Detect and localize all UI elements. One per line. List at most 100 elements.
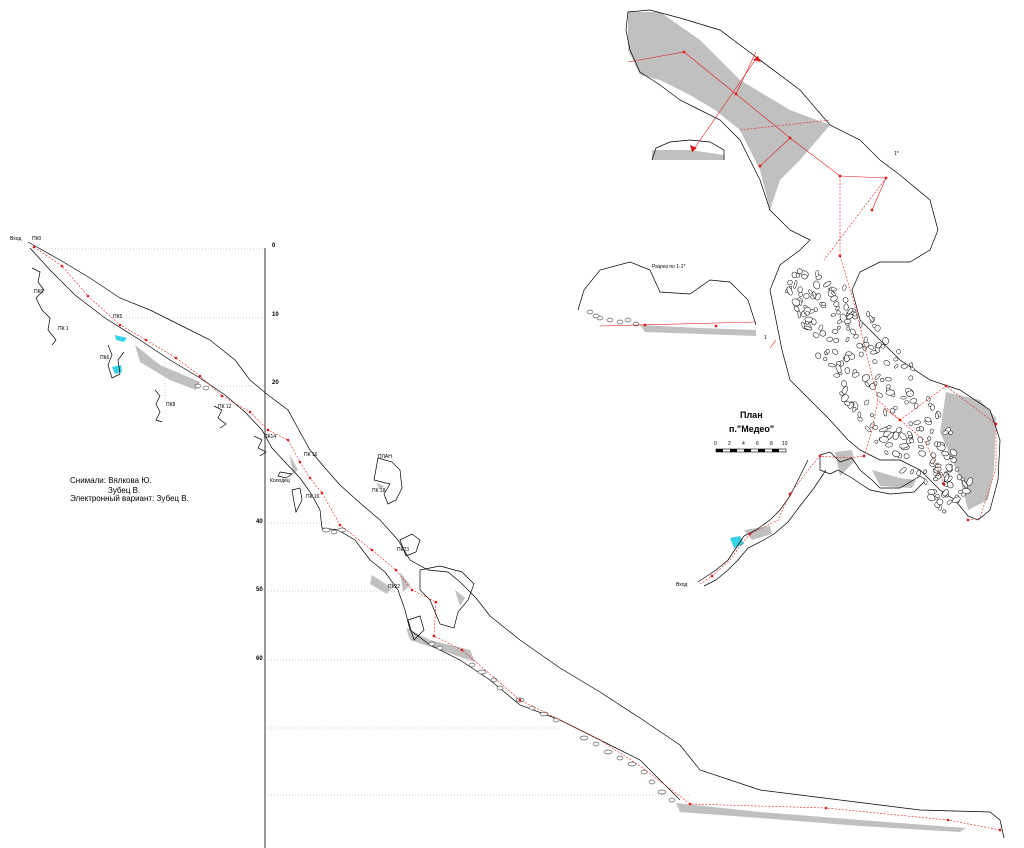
boulder	[913, 402, 919, 409]
boulder	[791, 298, 801, 306]
boulder	[856, 342, 863, 349]
boulder	[820, 302, 827, 307]
boulder	[936, 498, 944, 506]
boulder	[858, 351, 864, 357]
section-mark-end: 1*	[894, 151, 899, 157]
boulder	[961, 480, 969, 489]
boulder	[794, 306, 800, 312]
section-arrows	[690, 56, 761, 152]
scale-tick: 2	[728, 441, 731, 447]
boulder	[899, 432, 907, 441]
boulder	[893, 357, 899, 362]
boulder	[880, 377, 885, 383]
boulder	[616, 319, 624, 325]
depth-tick: 40	[256, 519, 263, 525]
boulder	[951, 496, 961, 503]
boulder	[831, 291, 836, 297]
boulder	[865, 426, 871, 433]
profile-survey-line	[33, 246, 1001, 831]
boulder	[787, 280, 793, 286]
plan-title: План	[740, 410, 763, 420]
boulder	[910, 469, 914, 475]
station-label: ПК0	[34, 289, 44, 295]
boulder	[805, 310, 810, 316]
boulder	[899, 467, 907, 474]
boulder	[592, 313, 600, 319]
scale-tick: 0	[714, 441, 717, 447]
boulder	[886, 384, 891, 389]
boulder	[884, 450, 889, 455]
station-label: ПК 16	[306, 494, 320, 500]
scale-tick: 10	[782, 441, 788, 447]
boulder	[889, 408, 896, 414]
boulder	[879, 427, 888, 433]
boulder	[869, 422, 875, 428]
boulder	[903, 453, 910, 459]
boulder	[927, 493, 936, 502]
plan-entrance-label: Вход	[676, 582, 688, 588]
boulder	[826, 336, 833, 342]
plan-view	[577, 9, 1001, 587]
boulder	[798, 291, 803, 297]
scale-tick: 8	[770, 441, 773, 447]
boulder	[842, 297, 849, 303]
boulder	[874, 373, 881, 380]
boulder	[825, 349, 830, 354]
boulder	[961, 488, 971, 494]
boulder	[843, 303, 849, 312]
boulder	[929, 428, 934, 434]
profile-boulders	[194, 383, 676, 803]
boulder	[803, 325, 813, 331]
boulder	[883, 359, 890, 367]
station-label: ПК22	[388, 584, 401, 590]
boulder	[586, 309, 594, 315]
boulder	[861, 374, 870, 382]
boulder	[934, 494, 941, 499]
boulder	[815, 352, 822, 359]
station-label: ПК5	[113, 314, 123, 320]
boulder	[813, 307, 818, 312]
profile-walls	[27, 241, 1005, 839]
boulder	[818, 324, 824, 331]
station-label: ПК 18	[372, 488, 386, 494]
boulder	[846, 326, 850, 331]
boulder	[786, 286, 793, 296]
boulder	[916, 427, 921, 432]
boulder	[813, 280, 821, 290]
boulder	[930, 452, 937, 459]
boulder	[857, 416, 863, 422]
scale-tick: 4	[742, 441, 745, 447]
boulder	[947, 481, 954, 489]
boulder	[819, 330, 827, 337]
boulder	[946, 499, 953, 505]
boulder	[870, 413, 875, 417]
credit-second-surveyor: Зубец В.	[108, 486, 141, 495]
boulder	[797, 268, 803, 274]
boulder	[835, 305, 840, 311]
boulder	[885, 389, 895, 396]
boulder	[930, 404, 935, 411]
boulder	[791, 271, 798, 279]
plan-cave-name: п."Медео"	[729, 424, 775, 434]
boulder	[900, 396, 907, 400]
boulder	[942, 430, 949, 435]
plan-section-label: Разрез по 1-1*	[652, 264, 686, 270]
boulder	[836, 310, 841, 315]
boulder	[942, 489, 949, 497]
station-label: ПК23	[397, 547, 410, 553]
boulder	[833, 373, 841, 378]
boulder	[944, 473, 950, 482]
boulder	[956, 474, 963, 481]
section-mark-start: 1	[764, 335, 767, 341]
boulder	[811, 318, 817, 326]
boulder	[832, 348, 839, 355]
depth-tick: 60	[256, 656, 263, 662]
boulder	[852, 372, 860, 378]
boulder	[885, 377, 892, 382]
boulder	[624, 317, 632, 323]
credit-digital-version: Электронный вариант: Зубец В.	[70, 494, 189, 503]
depth-tick: 10	[272, 312, 279, 318]
boulder	[936, 441, 941, 448]
boulder	[899, 443, 909, 449]
